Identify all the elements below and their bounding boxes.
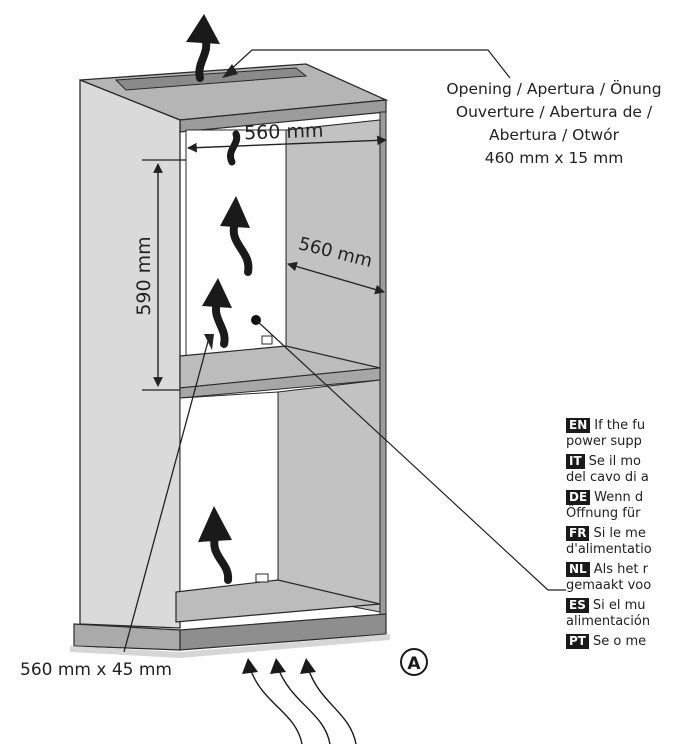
bottom-opening-label: 560 mm x 45 mm bbox=[20, 660, 172, 680]
marker-a-circle bbox=[400, 648, 428, 676]
lower-cavity-back-wall bbox=[179, 391, 279, 595]
lang-code-badge: IT bbox=[566, 454, 585, 469]
lang-code-badge: PT bbox=[566, 634, 589, 649]
cabinet-base-shadow bbox=[70, 634, 390, 658]
bottom-opening-leader-line bbox=[123, 333, 211, 653]
shelf-notch-upper bbox=[261, 335, 273, 345]
top-opening-note-line1: Opening / Apertura / Önung bbox=[446, 80, 662, 98]
shelf-notch-lower bbox=[255, 573, 269, 583]
airflow-arrow-upper-cavity-3 bbox=[202, 278, 232, 348]
lang-code-badge: FR bbox=[566, 526, 590, 541]
top-opening-leader-line bbox=[227, 49, 511, 79]
top-opening-note: Opening / Apertura / Önung Ouverture / A… bbox=[418, 78, 690, 170]
inlet-airflow-arrows bbox=[242, 658, 357, 745]
cabinet-plinth-front bbox=[179, 613, 387, 651]
height-dimension-label: 590 mm bbox=[133, 236, 155, 315]
airflow-arrow-top bbox=[186, 14, 220, 82]
bottom-opening-leader-arrow bbox=[204, 334, 214, 350]
depth-dimension-line bbox=[287, 261, 385, 295]
lower-cavity-right-wall bbox=[277, 379, 381, 613]
cabinet-right-post bbox=[379, 111, 387, 617]
airflow-arrow-upper-cavity-2 bbox=[220, 196, 253, 276]
power-socket-leader-line bbox=[255, 319, 549, 591]
airflow-arrow-lower-cavity bbox=[198, 506, 233, 584]
width-dimension-label: 560 mm bbox=[244, 120, 324, 145]
lang-code-badge: DE bbox=[566, 490, 591, 505]
top-opening-leader-arrow bbox=[222, 64, 238, 78]
lang-code-badge: ES bbox=[566, 598, 589, 613]
width-dimension-line bbox=[187, 135, 387, 153]
lang-code-badge: EN bbox=[566, 418, 591, 433]
lang-code-badge: NL bbox=[566, 562, 590, 577]
cabinet-left-side bbox=[79, 79, 181, 629]
marker-a-label: A bbox=[407, 654, 421, 674]
top-opening-note-line3: Abertura / Otwór bbox=[488, 126, 619, 144]
top-opening-note-line4: 460 mm x 15 mm bbox=[484, 149, 624, 167]
top-opening-note-line2: Ouverture / Abertura de / bbox=[455, 103, 653, 121]
